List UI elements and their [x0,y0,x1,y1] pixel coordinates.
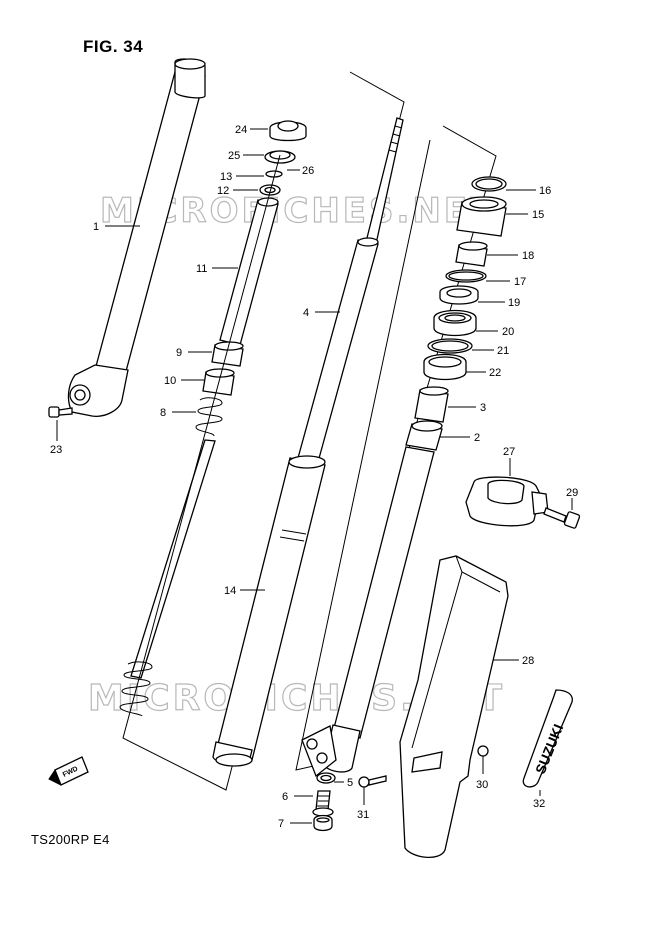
part-bolt-30 [477,745,489,757]
callout-27: 27 [503,446,515,458]
callout-20: 20 [502,326,514,338]
part-clamp-27 [465,476,549,527]
part-oil-seal-15 [456,196,507,237]
callout-1: 1 [93,221,99,233]
callout-9: 9 [176,347,182,359]
part-cap-bolt-24 [269,120,307,142]
callout-10: 10 [164,375,176,387]
callout-19: 19 [508,297,520,309]
callout-15: 15 [532,209,544,221]
model-code: TS200RP E4 [31,832,110,847]
fwd-arrow-icon: FWD [48,756,89,786]
callout-12: 12 [217,185,229,197]
part-oring-25 [264,150,296,164]
callout-25: 25 [228,150,240,162]
part-bolt-23 [48,406,73,418]
part-ring-9 [211,341,244,367]
part-circlip-16 [471,176,507,192]
callout-22: 22 [489,367,501,379]
callout-7: 7 [278,818,284,830]
callout-2: 2 [474,432,480,444]
part-bushing-3 [414,386,449,423]
part-bolt-31 [358,775,387,788]
part-washer-5 [316,772,336,784]
part-spacer-18 [455,241,488,267]
callout-5: 5 [347,777,353,789]
callout-21: 21 [497,345,509,357]
callout-14: 14 [224,585,236,597]
part-washer-12 [259,184,281,196]
part-ring-21 [427,338,473,354]
callout-28: 28 [522,655,534,667]
part-seal-20 [433,309,477,337]
callout-8: 8 [160,407,166,419]
callout-29: 29 [566,487,578,499]
part-drain-bolt-6 [312,790,334,817]
callout-13: 13 [220,171,232,183]
part-inner-tube-4 [212,117,404,767]
part-washer-19 [439,285,479,305]
part-bolt-29 [543,507,581,529]
callout-16: 16 [539,185,551,197]
callout-26: 26 [302,165,314,177]
part-outer-tube-left [67,58,206,417]
callout-4: 4 [303,307,309,319]
part-gasket-7 [313,814,333,832]
part-fork-spring-assembly [119,439,216,717]
callout-24: 24 [235,124,247,136]
callout-30: 30 [476,779,488,791]
callout-11: 11 [196,263,207,275]
callout-23: 23 [50,444,62,456]
figure-title: FIG. 34 [83,37,144,56]
part-outer-tube-right [301,420,443,778]
part-seal-22 [423,353,467,381]
callout-18: 18 [522,250,534,262]
callout-31: 31 [357,809,369,821]
callout-17: 17 [514,276,526,288]
fork-inner-box [122,71,405,791]
part-fork-guard-28 [399,555,509,858]
part-ring-17 [445,269,487,283]
callout-3: 3 [480,402,486,414]
callout-32: 32 [533,798,545,810]
callout-6: 6 [282,791,288,803]
part-decal-32: SUZUKI [522,689,573,788]
